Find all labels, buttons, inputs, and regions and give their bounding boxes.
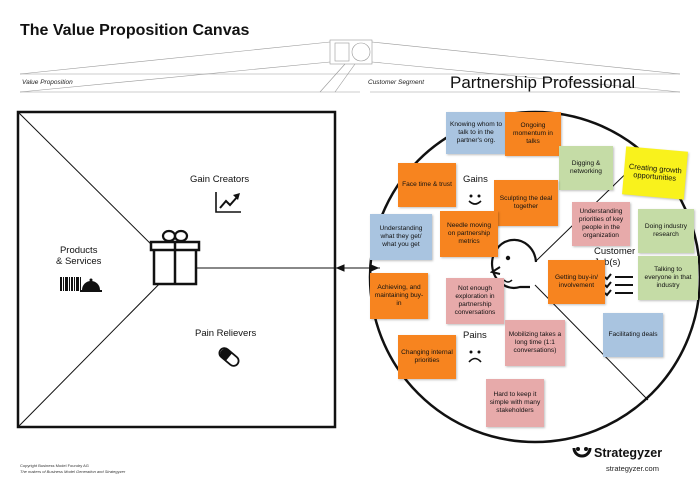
sticky-note: Changing internal priorities [398, 335, 456, 379]
sticky-note: Achieving, and maintaining buy-in [370, 273, 428, 319]
page-title: The Value Proposition Canvas [20, 22, 250, 39]
sticky-note: Understanding priorities of key people i… [572, 202, 630, 246]
sticky-note: Hard to keep it simple with many stakeho… [486, 379, 544, 427]
value-map-square [16, 110, 337, 429]
frown-icon [468, 350, 482, 363]
smile-icon [468, 194, 482, 205]
sticky-note: Ongoing momentum in talks [505, 112, 561, 156]
sticky-note: Face time & trust [398, 163, 456, 207]
sticky-note: Not enough exploration in partnership co… [446, 278, 504, 324]
pain-relievers-label: Pain Relievers [195, 328, 257, 339]
sticky-note: Sculpting the deal together [494, 180, 558, 226]
cloche-icon [80, 278, 102, 292]
checklist-icon [604, 273, 633, 297]
customer-segment-label: Customer Segment [368, 79, 424, 86]
products-services-label: Products & Services [56, 245, 102, 267]
brand-name: Strategyzer [594, 446, 663, 460]
strategyzer-logo-icon [572, 447, 592, 458]
pill-icon [218, 347, 240, 367]
gain-creators-label: Gain Creators [190, 174, 250, 185]
sticky-note: Knowing whom to talk to in the partner's… [446, 112, 506, 154]
sticky-note: Mobilizing takes a long time (1:1 conver… [505, 320, 565, 366]
copyright-text: Copyright Business Model Foundry AG [20, 463, 89, 468]
sticky-note: Facilitating deals [603, 313, 663, 357]
gift-icon [149, 229, 201, 286]
sticky-note: Talking to everyone in that industry [638, 256, 698, 300]
barcode-icon [60, 277, 81, 291]
pains-label: Pains [463, 330, 487, 341]
customer-jobs-label: Customer Job(s) [594, 246, 636, 268]
customer-segment-name: Partnership Professional [450, 73, 636, 92]
sticky-note: Digging & networking [559, 146, 613, 190]
sticky-note: Understanding what they get/ what you ge… [370, 214, 432, 260]
sticky-note: Getting buy-in/ involvement [548, 260, 605, 304]
gains-label: Gains [463, 174, 488, 185]
growth-chart-icon [215, 192, 241, 213]
fit-arrow [335, 264, 380, 272]
brand-url: strategyzer.com [606, 464, 659, 473]
sticky-note: Doing industry research [638, 209, 694, 253]
makers-text: The makers of Business Model Generation … [20, 469, 126, 474]
sticky-note: Creating growth opportunities [622, 146, 688, 200]
sticky-note: Needle moving on partnership metrics [440, 211, 498, 257]
value-proposition-label: Value Proposition [22, 79, 73, 86]
